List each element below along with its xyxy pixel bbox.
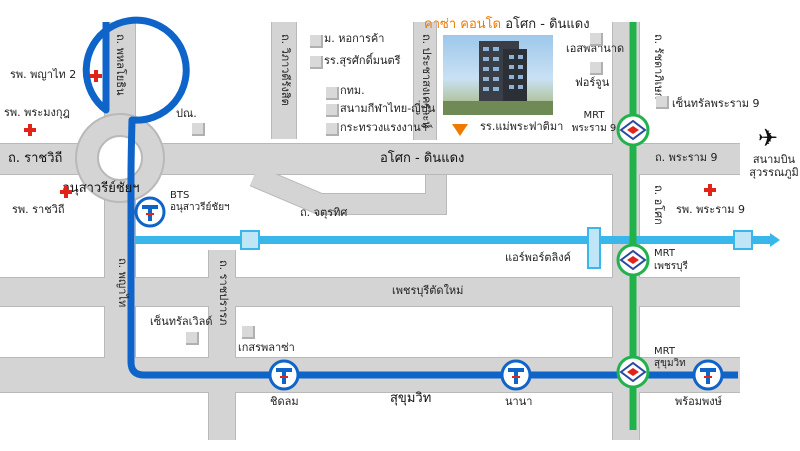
- airport-link-label: แอร์พอร์ตลิงค์: [505, 251, 571, 264]
- landmark-phramongkut-hospital: รพ. พระมงกุฎ: [4, 106, 70, 119]
- central-world-marker-icon: [186, 332, 199, 345]
- road-label-rama9: ถ. พระราม 9: [655, 151, 718, 164]
- mrt-station-sukhumvit: [616, 355, 650, 389]
- central-rama9-marker-icon: [656, 96, 669, 109]
- landmark-thai-japan-stadium: สนามกีฬาไทย-ญี่ปุ่น: [340, 102, 436, 115]
- landmark-airport: สนามบิน สุวรรณภูมิ: [749, 153, 799, 179]
- landmark-surasakmontri-school: รร.สุรศักดิ์มนตรี: [324, 54, 401, 67]
- bts-station-nana: [500, 359, 532, 391]
- landmark-central-rama9: เซ็นทรัลพระราม 9: [672, 97, 760, 110]
- mrt-station-phetchaburi: [616, 243, 650, 277]
- airport-link-station-main: [587, 227, 601, 269]
- esplanade-marker-icon: [590, 33, 603, 46]
- station-label-bts-victory-line1: BTS: [170, 190, 190, 201]
- landmark-chamber-university: ม. หอการค้า: [324, 32, 385, 45]
- project-title-highlight: คาซ่า คอนโด: [424, 17, 502, 32]
- station-label-mrt-phetchaburi-line1: MRT: [654, 248, 675, 259]
- road-label-asok: ถ. อโศก: [652, 185, 665, 225]
- landmark-mae-phra-fatima-school: รร.แม่พระฟาติมา: [480, 120, 564, 133]
- road-label-chatuchak: ถ. จตุรทิศ: [300, 206, 348, 219]
- road-label-ratchaprarop: ถ. ราชปรารภ: [217, 260, 230, 326]
- landmark-ministry-labour: กระทรวงแรงงานฯ: [340, 121, 427, 134]
- station-label-mrt-rama9-line1: MRT: [583, 110, 605, 121]
- project-title: คาซ่า คอนโด อโศก - ดินแดง: [424, 13, 590, 34]
- ministry-finance-marker-icon: [326, 87, 339, 100]
- road-label-ratchawithi: ถ. ราชวิถี: [8, 151, 63, 166]
- mrt-station-rama9: [616, 113, 650, 147]
- project-location-marker: [452, 124, 468, 136]
- hospital-icon: [90, 70, 102, 82]
- landmark-ratchawithi-hospital: รพ. ราชวิถี: [12, 203, 65, 216]
- ministry-labour-marker-icon: [326, 123, 339, 136]
- post-office-marker-icon: [192, 123, 205, 136]
- landmark-central-world: เซ็นทรัลเวิลด์: [150, 315, 213, 328]
- road-label-phetchaburi: เพชรบุรีตัดใหม่: [392, 284, 464, 297]
- road-label-asok-dindaeng: อโศก - ดินแดง: [380, 151, 465, 166]
- landmark-ministry-finance: กทม.: [340, 84, 365, 97]
- station-label-bts-phrom-phong: พร้อมพงษ์: [675, 395, 722, 408]
- fortune-marker-icon: [590, 62, 603, 75]
- bts-station-victory: [134, 196, 166, 228]
- hospital-icon: [704, 184, 716, 196]
- chamber-university-marker-icon: [310, 35, 323, 48]
- station-label-bts-victory-line2: อนุสาวรีย์ชัยฯ: [170, 202, 230, 213]
- road-label-ratchada: ถ. รัชดาภิเษก: [652, 34, 665, 100]
- landmark-post-office: ปณ.: [176, 107, 197, 120]
- bts-line: [82, 16, 738, 379]
- road-label-phahonyothin: ถ. พหลโยธิน: [114, 34, 127, 96]
- station-label-mrt-sukhumvit-line1: MRT: [654, 346, 675, 357]
- airport-link-station-east: [733, 230, 753, 250]
- road-label-vibhavadi: ถ. วิภาวดีรังสิต: [279, 34, 292, 106]
- landmark-fortune: ฟอร์จูน: [575, 76, 610, 89]
- gaysorn-marker-icon: [242, 326, 255, 339]
- hospital-icon: [24, 124, 36, 136]
- victory-roundabout-center: [97, 135, 143, 181]
- surasakmontri-marker-icon: [310, 56, 323, 69]
- airport-link-arrow: [770, 233, 780, 247]
- road-label-sukhumvit: สุขุมวิท: [390, 391, 432, 406]
- station-label-mrt-phetchaburi-line2: เพชรบุรี: [654, 261, 688, 272]
- landmark-esplanade: เอสพลานาด: [566, 42, 625, 55]
- station-label-bts-chidlom: ชิดลม: [270, 395, 299, 408]
- landmark-victory-monument: อนุสาวรีย์ชัยฯ: [62, 181, 140, 196]
- station-label-mrt-rama9-line2: พระราม 9: [571, 123, 617, 134]
- station-label-bts-nana: นานา: [505, 395, 533, 408]
- bts-station-phrom-phong: [692, 359, 724, 391]
- road-chatuchak: [250, 166, 446, 214]
- project-building-photo: [443, 35, 553, 115]
- airplane-icon: ✈: [758, 124, 779, 152]
- bts-station-chidlom: [268, 359, 300, 391]
- thai-japan-stadium-marker-icon: [326, 104, 339, 117]
- road-label-phayathai: ถ. พญาไท: [116, 258, 129, 308]
- landmark-gaysorn: เกสรพลาซ่า: [238, 341, 295, 354]
- airport-link-station-makkasan: [240, 230, 260, 250]
- landmark-rama9-hospital: รพ. พระราม 9: [676, 203, 746, 216]
- station-label-mrt-sukhumvit-line2: สุขุมวิท: [654, 358, 686, 369]
- hospital-icon: [60, 186, 72, 198]
- project-title-rest: อโศก - ดินแดง: [505, 17, 590, 32]
- landmark-phyathai2-hospital: รพ. พญาไท 2: [10, 68, 77, 81]
